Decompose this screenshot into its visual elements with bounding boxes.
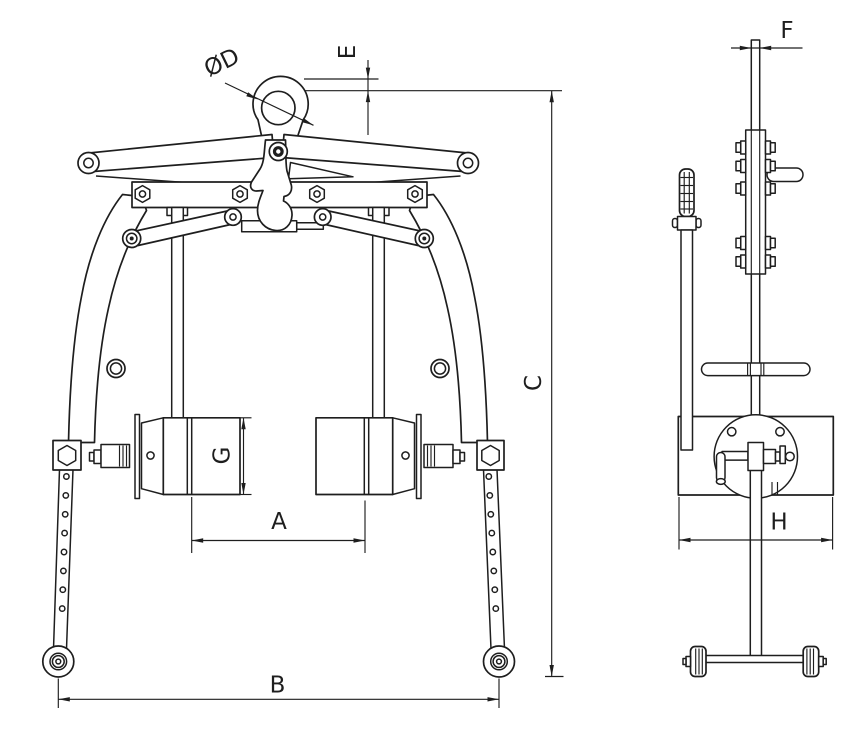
- side-view: [671, 39, 835, 678]
- axle: [704, 654, 808, 664]
- cross-handlebar: [700, 362, 811, 377]
- dim-label-h: H: [770, 510, 787, 536]
- crank-assembly: [715, 441, 795, 486]
- right-push-rod: [371, 206, 386, 420]
- dim-F: F: [731, 18, 803, 51]
- release-handle: [766, 167, 804, 183]
- left-adjuster-screw: [88, 443, 131, 469]
- dim-label-g: G: [210, 447, 236, 465]
- lower-shaft: [749, 469, 763, 657]
- push-rods: [166, 206, 390, 420]
- dim-E: E: [304, 45, 562, 135]
- right-adjuster-screw: [423, 443, 466, 469]
- dim-B: B: [57, 673, 500, 708]
- crank-grip: [715, 451, 726, 483]
- right-leg: [482, 468, 506, 650]
- bolted-plates: [735, 129, 776, 275]
- side-left-wheel: [682, 645, 707, 678]
- hub-block: [747, 441, 765, 472]
- shackle-hook: [249, 139, 354, 232]
- left-clamp-pad: [134, 413, 241, 500]
- left-wheel: [41, 645, 75, 678]
- left-pivot-bracket: [52, 439, 82, 471]
- dim-label-e: E: [335, 45, 361, 60]
- dim-label-a: A: [271, 509, 287, 535]
- right-wheel: [482, 645, 516, 678]
- right-pivot-bracket: [476, 439, 505, 471]
- hand-rod-shaft: [680, 229, 694, 451]
- dim-G: G: [210, 417, 252, 496]
- scissor-linkage: [121, 207, 435, 249]
- right-frame-arm: [408, 193, 489, 444]
- dim-label-d: ØD: [200, 43, 244, 82]
- side-right-wheel: [802, 645, 827, 678]
- left-pad-plate: [134, 413, 141, 500]
- dim-C: C: [521, 90, 564, 678]
- right-clamp-pad: [315, 413, 422, 500]
- dim-A: A: [191, 497, 366, 553]
- dim-label-f: F: [780, 18, 793, 44]
- right-pad-plate: [415, 413, 422, 500]
- hand-rod: [671, 168, 702, 231]
- crank-arm: [721, 450, 749, 461]
- left-leg: [52, 468, 74, 650]
- dim-label-c: C: [521, 375, 547, 391]
- dim-H: H: [678, 497, 834, 550]
- hook-latch: [287, 161, 354, 180]
- front-view: [41, 75, 516, 678]
- left-push-rod: [170, 206, 185, 420]
- dim-label-b: B: [270, 673, 286, 699]
- spindle-knob: [784, 451, 795, 462]
- dimension-annotations: E ØD C G A: [57, 18, 834, 708]
